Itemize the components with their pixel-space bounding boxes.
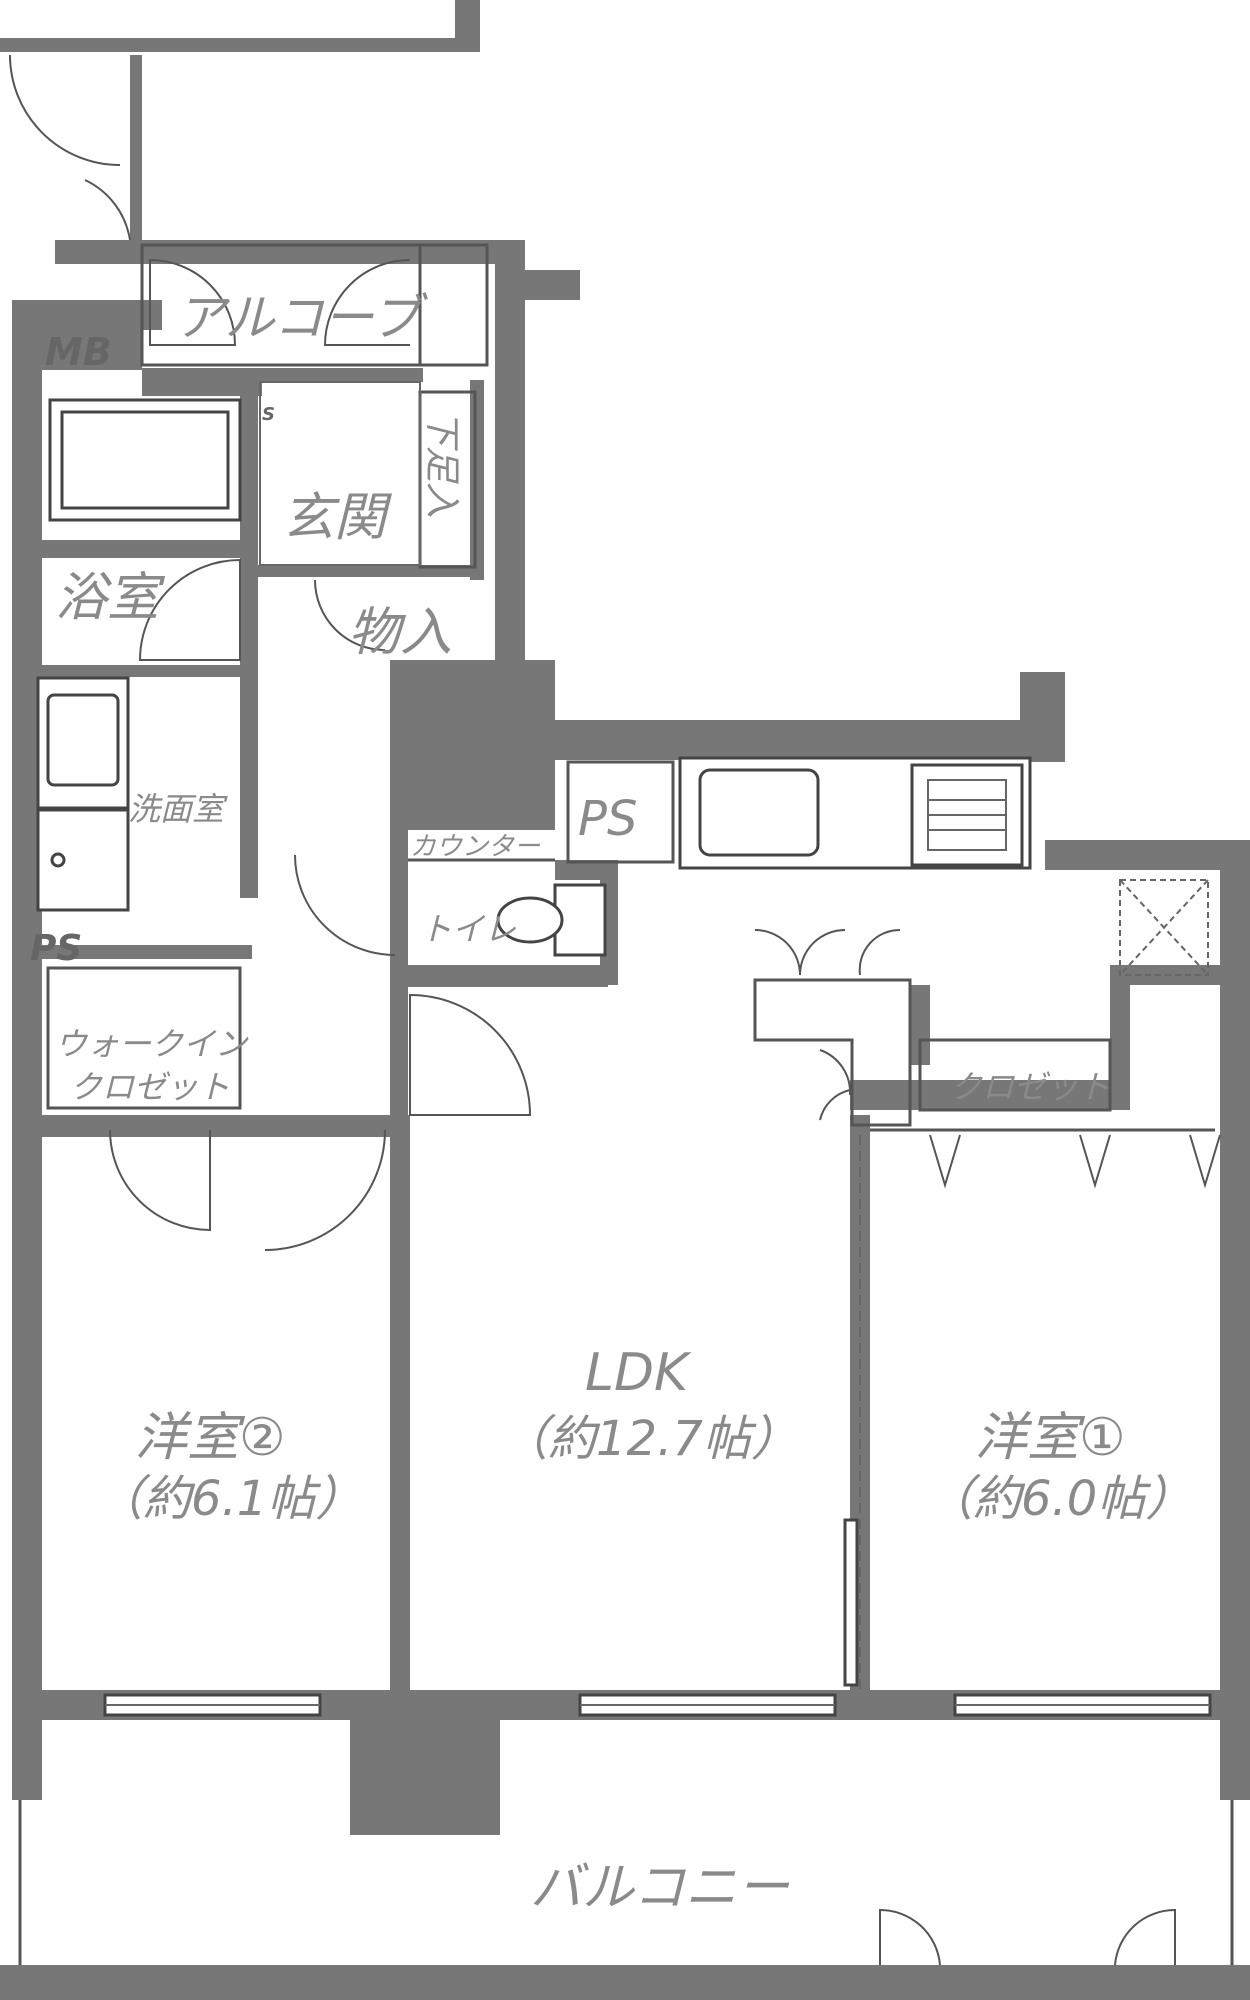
label-toilet: トイレ [420, 910, 516, 948]
label-western1-name: 洋室① [975, 1408, 1126, 1468]
label-balcony: バルコニー [530, 1858, 790, 1918]
label-bath: 浴室 [55, 568, 166, 628]
label-western1-size: （約6.0帖） [925, 1471, 1193, 1527]
label-western2-name: 洋室② [135, 1408, 286, 1468]
label-western2-size: （約6.1帖） [95, 1471, 363, 1527]
label-ldk-size: （約12.7帖） [500, 1411, 799, 1467]
fixtures [18, 243, 1234, 1965]
label-entrance: 玄関 [282, 488, 392, 548]
doors [9, 54, 1221, 1966]
labels: アルコーブ MB S 玄関 下足入 物入 浴室 洗面室 PS PS カウンター … [30, 289, 1193, 1918]
label-storage: 物入 [348, 603, 452, 663]
label-washroom: 洗面室 [128, 790, 228, 828]
label-s: S [262, 404, 275, 425]
label-ldk-name: LDK [585, 1343, 692, 1403]
label-alcove: アルコーブ [175, 289, 428, 347]
label-closet: クロゼット [950, 1068, 1110, 1106]
label-wic-line1: ウォークイン [55, 1025, 249, 1063]
label-counter: カウンター [410, 832, 541, 862]
label-mb: MB [45, 330, 112, 374]
label-shoe-storage: 下足入 [421, 410, 462, 518]
label-ps-small: PS [30, 928, 82, 969]
label-wic-line2: クロゼット [70, 1068, 230, 1106]
label-ps-kitchen: PS [578, 791, 637, 847]
